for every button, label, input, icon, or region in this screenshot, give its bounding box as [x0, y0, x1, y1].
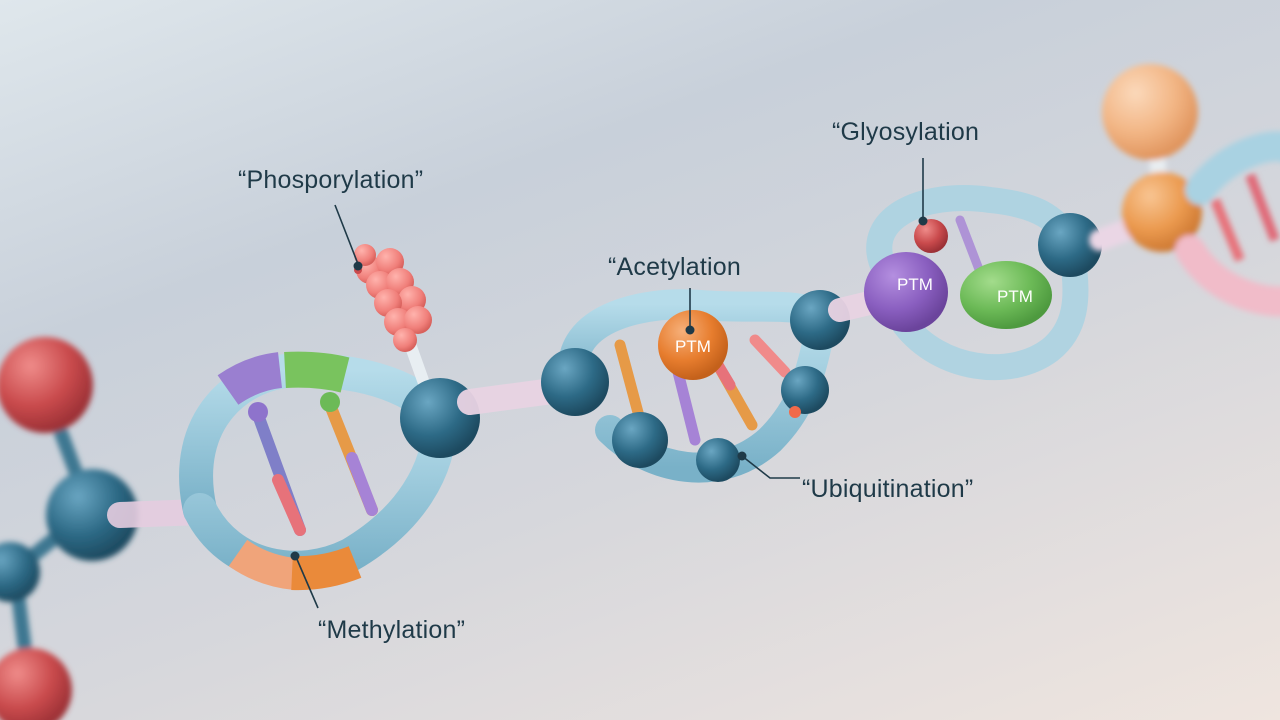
ptm-label-purple: PTM	[897, 275, 933, 294]
label-methylation: “Methylation”	[318, 616, 466, 644]
left-molecule	[0, 337, 138, 720]
leader-phosphorylation	[334, 204, 359, 265]
label-ubiquitination: “Ubiquitination”	[802, 475, 974, 503]
helix-right	[866, 185, 1102, 381]
leader-lines	[290, 158, 928, 609]
ubiquitination-site	[696, 438, 740, 482]
left-red-atom	[0, 337, 93, 433]
phosphate-cluster	[354, 244, 436, 406]
ptm-label-green: PTM	[997, 287, 1033, 306]
ptm-label-orange: PTM	[675, 337, 711, 356]
right-molecule	[1089, 64, 1280, 317]
label-phosphorylation: “Phosporylation”	[238, 166, 424, 194]
helix-middle	[541, 289, 850, 483]
leader-ubiquitination	[741, 455, 800, 479]
label-glycosylation: “Glyosylation	[832, 118, 980, 146]
leader-methylation	[295, 556, 319, 609]
ptm-badge-purple: PTM	[864, 252, 948, 332]
methylation-site	[291, 546, 362, 591]
ptm-badge-green: PTM	[960, 261, 1052, 329]
helix-left	[179, 351, 457, 591]
ptm-badge-orange: PTM	[658, 310, 728, 380]
label-acetylation: “Acetylation	[608, 253, 742, 281]
left-blue-atom	[46, 469, 138, 561]
glycosylation-site	[914, 219, 948, 253]
